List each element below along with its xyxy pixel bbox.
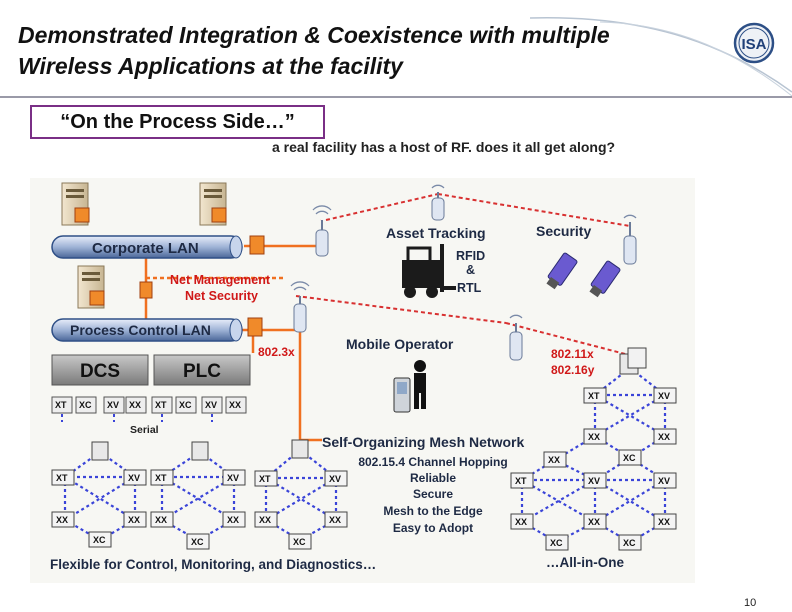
mesh4-node-xx-5: XX xyxy=(588,517,600,527)
footer-left-text: Flexible for Control, Monitoring, and Di… xyxy=(50,557,376,572)
mobile-operator-label: Mobile Operator xyxy=(346,336,454,352)
mesh4-node-xv-1: XV xyxy=(588,476,600,486)
security-label: Security xyxy=(536,223,591,239)
facility-diagram: Corporate LAN Process Control LAN Net Ma… xyxy=(30,178,695,583)
server-middle xyxy=(77,265,105,309)
rtl-label: RTL xyxy=(457,281,482,295)
mesh1-node-xc: XC xyxy=(93,535,106,545)
process-control-lan-label: Process Control LAN xyxy=(70,322,211,338)
mesh2-tags: XT XV XX XX XC xyxy=(150,469,246,550)
mesh2-node-xx-2: XX xyxy=(227,515,239,525)
mesh4-node-xx-1: XX xyxy=(588,432,600,442)
page-number: 10 xyxy=(744,597,757,609)
plc-io-xx: XX xyxy=(229,400,241,410)
plc-io-xt: XT xyxy=(155,400,167,410)
wired-links xyxy=(144,244,322,442)
mesh3-node-xt: XT xyxy=(259,474,271,484)
mesh1-tags: XT XV XX XX XC xyxy=(51,469,147,548)
access-point-asset-tracking xyxy=(431,184,445,221)
mesh1-node-xv: XV xyxy=(128,473,140,483)
mesh4-node-xc-2: XC xyxy=(550,538,563,548)
footer-right-text: …All-in-One xyxy=(546,555,624,570)
access-point-mobile xyxy=(509,314,523,361)
process-control-lan-pipe: Process Control LAN xyxy=(51,318,243,342)
net-security-label: Net Security xyxy=(185,289,258,303)
access-point-security xyxy=(623,214,637,265)
mesh2-node-xx-1: XX xyxy=(155,515,167,525)
mesh4-node-xv-top: XV xyxy=(658,391,670,401)
serial-label: Serial xyxy=(130,424,159,436)
access-point-process xyxy=(290,281,310,333)
mesh4-node-xc-1: XC xyxy=(623,453,636,463)
mesh-feature-5: Easy to Adopt xyxy=(393,521,473,535)
title-line-1: Demonstrated Integration & Coexistence w… xyxy=(18,22,610,48)
dcs-io-xt: XT xyxy=(55,400,67,410)
std-80216y-label: 802.16y xyxy=(551,363,595,377)
dcs-io-xv: XV xyxy=(107,400,119,410)
corporate-lan-pipe: Corporate LAN xyxy=(51,235,243,259)
mesh4-node-xc-3: XC xyxy=(623,538,636,548)
subtitle-box: “On the Process Side…” xyxy=(30,105,325,139)
slide-title: Demonstrated Integration & Coexistence w… xyxy=(18,20,718,82)
mesh3-node-xx-2: XX xyxy=(329,515,341,525)
title-divider xyxy=(0,96,792,98)
mesh-feature-1: 802.15.4 Channel Hopping xyxy=(358,455,507,469)
std-80211x-label: 802.11x xyxy=(551,347,594,361)
mesh4-node-xx-4: XX xyxy=(515,517,527,527)
mesh4-tags: XT XV XX XX XC XX XC XT XV XV XX XX XX xyxy=(510,387,677,551)
std-8023x-label: 802.3x xyxy=(258,345,295,359)
mesh-node-tags: XT XV XX XX XC XT XV XX XX XC XT XV xyxy=(51,387,677,551)
mesh4-node-xt: XT xyxy=(515,476,527,486)
plc-label: PLC xyxy=(183,361,221,382)
plc-io-modules: XT XC XV XX xyxy=(151,396,247,414)
mesh2-node-xv: XV xyxy=(227,473,239,483)
mesh-feature-2: Reliable xyxy=(410,471,456,485)
dcs-controller: DCS xyxy=(51,354,149,386)
corporate-lan-label: Corporate LAN xyxy=(92,240,199,257)
dcs-label: DCS xyxy=(80,361,120,382)
isa-logo: ISA xyxy=(733,22,775,64)
amp-label: & xyxy=(466,263,475,277)
mesh1-node-xx-1: XX xyxy=(56,515,68,525)
mesh4-node-xv-2: XV xyxy=(658,476,670,486)
isa-logo-text: ISA xyxy=(741,36,766,53)
mesh-feature-4: Mesh to the Edge xyxy=(383,504,483,518)
forklift-icon xyxy=(402,244,456,298)
firewall-blocks xyxy=(139,235,265,337)
mesh3-node-xv: XV xyxy=(329,474,341,484)
mesh4-node-xx-2: XX xyxy=(658,432,670,442)
plc-controller: PLC xyxy=(153,354,251,386)
plc-io-xc: XC xyxy=(179,400,192,410)
net-management-label: Net Management xyxy=(170,273,271,287)
header-swoosh xyxy=(529,17,792,97)
mesh-network-title: Self-Organizing Mesh Network xyxy=(322,434,524,450)
mesh4-node-xx-6: XX xyxy=(658,517,670,527)
mesh-feature-3: Secure xyxy=(413,487,453,501)
dcs-io-xc: XC xyxy=(79,400,92,410)
mesh4-node-xt-top: XT xyxy=(588,391,600,401)
mesh4-node-xx-3: XX xyxy=(548,455,560,465)
rfid-label: RFID xyxy=(456,249,485,263)
caption-text: a real facility has a host of RF. does i… xyxy=(272,139,616,155)
dcs-io-modules: XT XC XV XX xyxy=(51,396,147,414)
mobile-operator-icon xyxy=(393,360,426,413)
dcs-io-xx: XX xyxy=(129,400,141,410)
mesh2-node-xt: XT xyxy=(155,473,167,483)
mesh1-node-xt: XT xyxy=(56,473,68,483)
plc-io-xv: XV xyxy=(205,400,217,410)
mesh2-node-xc: XC xyxy=(191,537,204,547)
mesh3-node-xx-1: XX xyxy=(259,515,271,525)
title-line-2: Wireless Applications at the facility xyxy=(18,53,403,79)
mesh-features-list: 802.15.4 Channel Hopping Reliable Secure… xyxy=(358,455,507,535)
mesh1-node-xx-2: XX xyxy=(128,515,140,525)
asset-tracking-label: Asset Tracking xyxy=(386,225,486,241)
mesh3-node-xc: XC xyxy=(293,537,306,547)
security-camera-icon xyxy=(546,252,621,298)
server-top-right xyxy=(199,182,227,226)
mesh3-tags: XT XV XX XX XC xyxy=(254,470,348,550)
server-top-left xyxy=(61,182,90,226)
serial-dashes xyxy=(61,414,213,422)
access-point-lan xyxy=(312,205,332,257)
